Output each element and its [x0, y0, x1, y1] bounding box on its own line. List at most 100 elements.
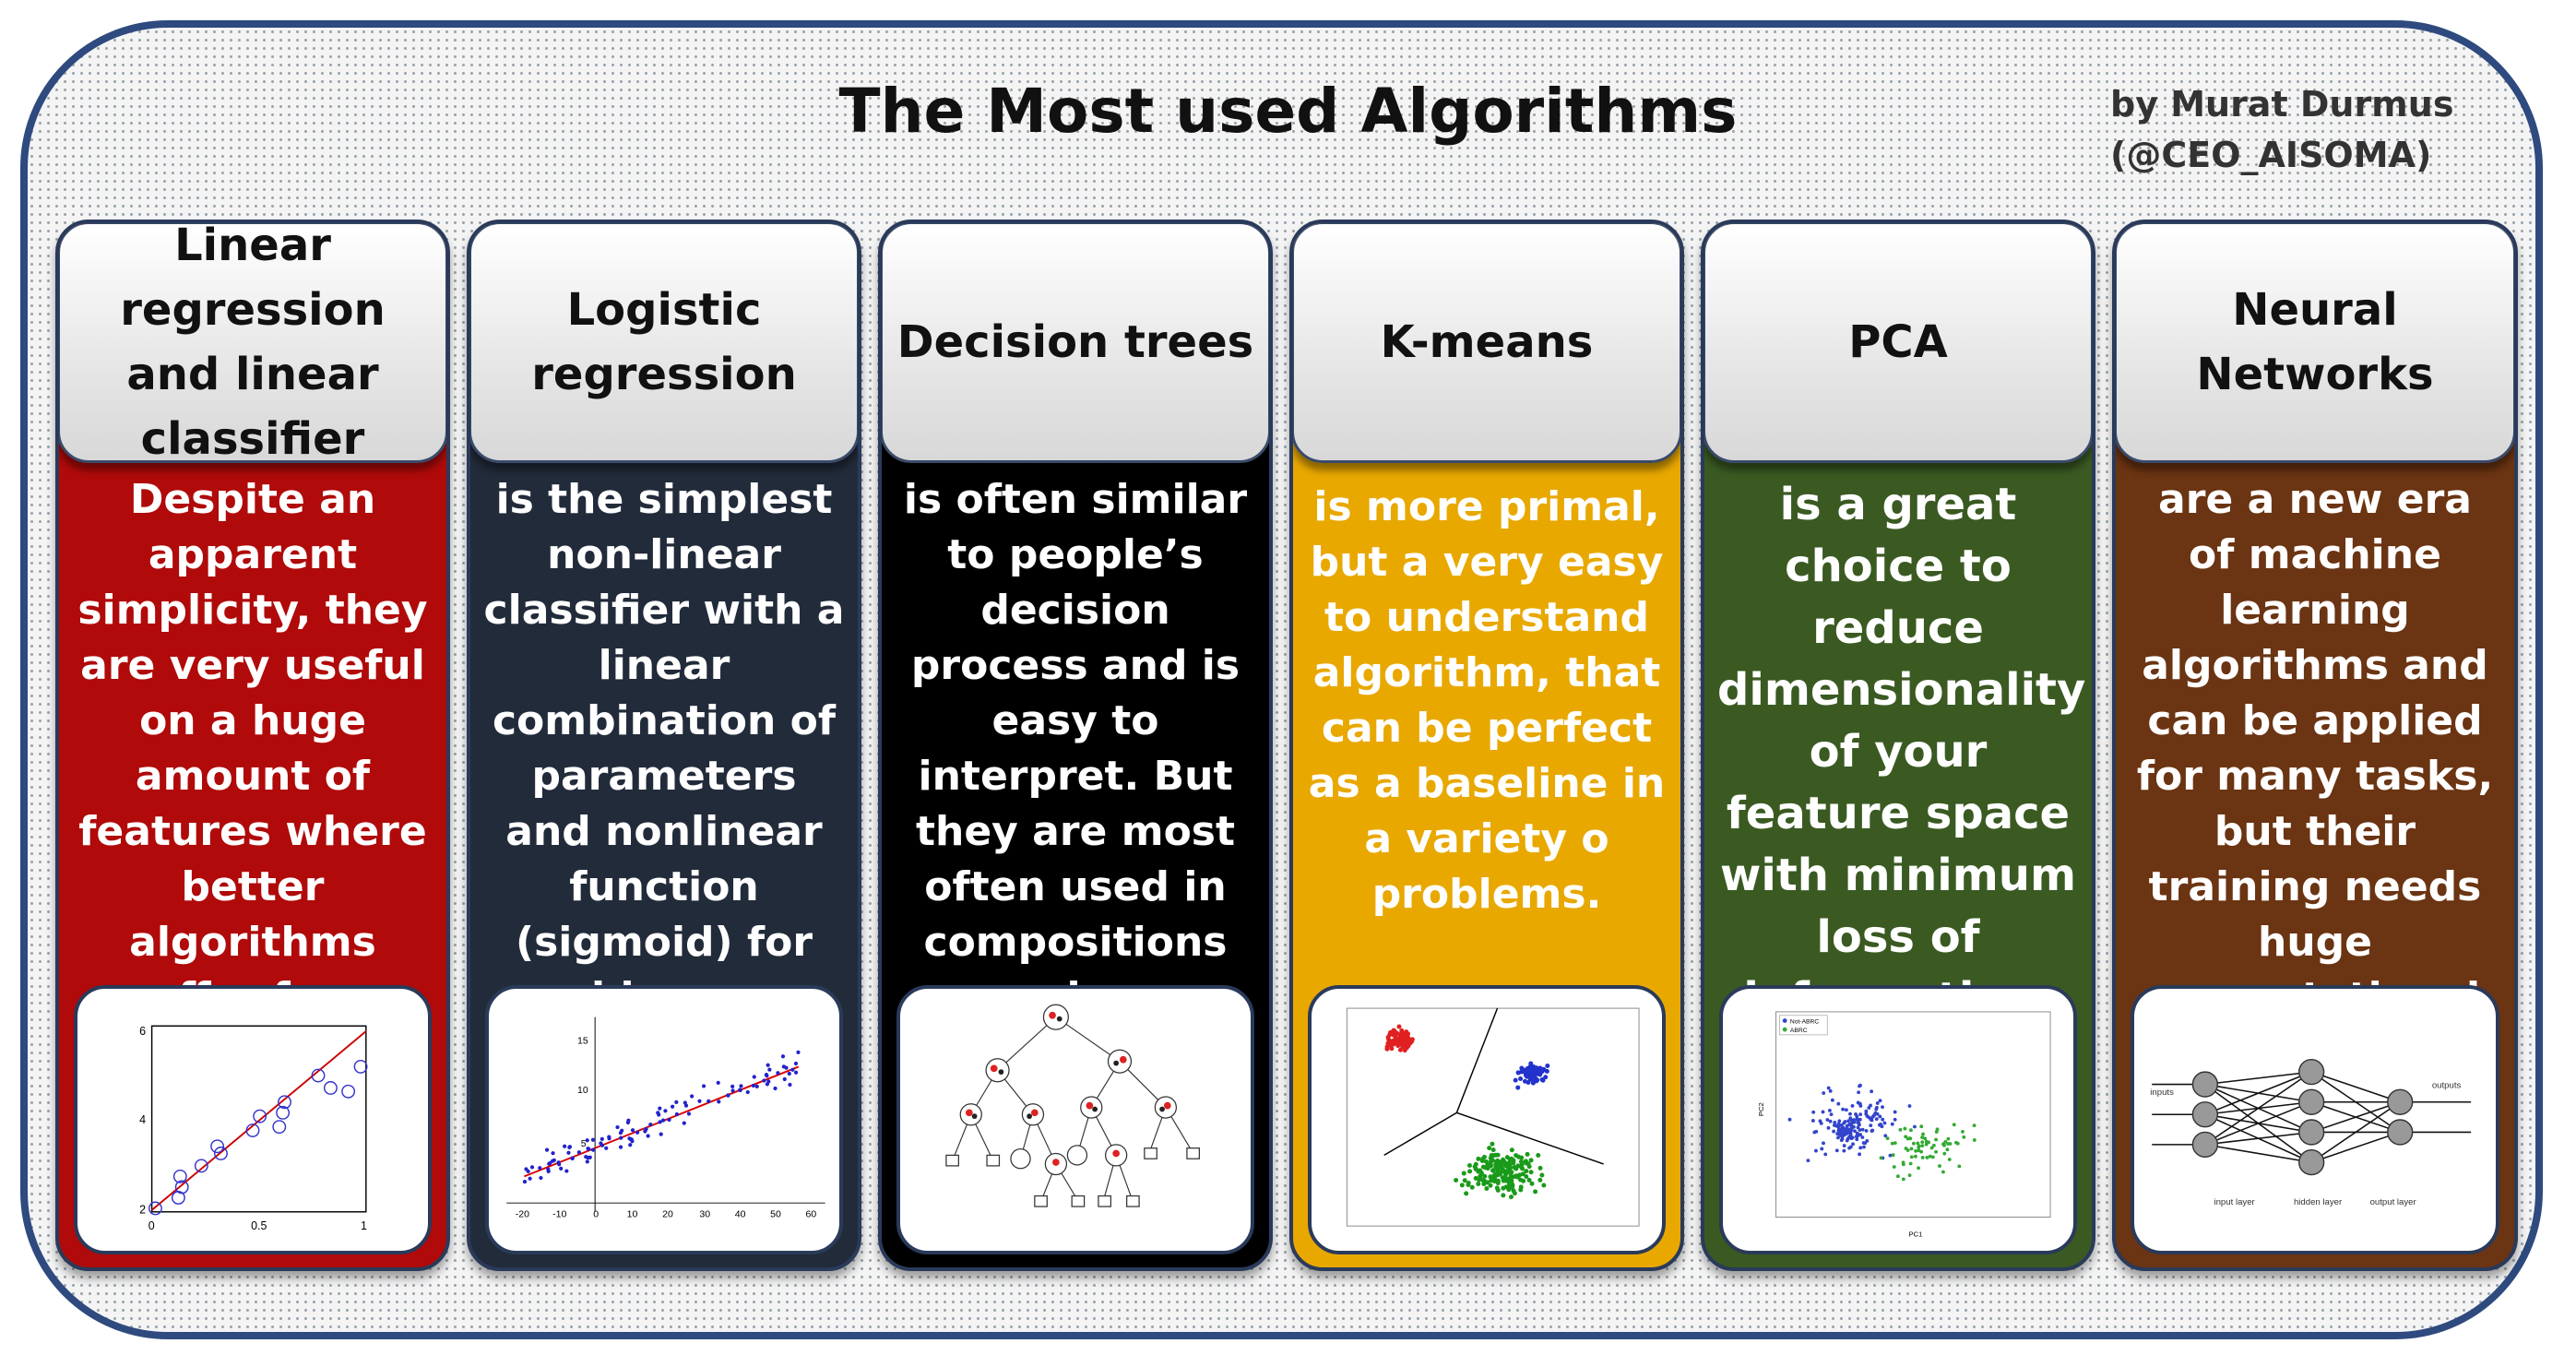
scatter-dot — [1481, 1178, 1487, 1183]
scatter-dot — [526, 1169, 530, 1174]
scatter-dot — [1466, 1163, 1472, 1169]
scatter-dot — [1938, 1164, 1941, 1169]
scatter-dot — [1508, 1195, 1514, 1200]
scatter-dot — [1509, 1184, 1514, 1190]
scatter-dot — [1523, 1073, 1528, 1078]
scatter-dot — [1454, 1178, 1459, 1183]
scatter-dot — [739, 1084, 743, 1088]
output-layer-label: output layer — [2370, 1197, 2417, 1207]
scatter-dot — [1837, 1119, 1842, 1123]
network-node — [2297, 1148, 2325, 1176]
column-title: Decision trees — [882, 223, 1269, 463]
scatter-dot — [1829, 1112, 1834, 1117]
scatter-dot — [1858, 1128, 1862, 1132]
scatter-dot — [1545, 1063, 1550, 1068]
scatter-dot — [1888, 1153, 1893, 1158]
scatter-dot — [1858, 1152, 1861, 1157]
scatter-dot — [1528, 1170, 1534, 1175]
scatter-dot — [585, 1138, 589, 1143]
scatter-dot — [717, 1100, 721, 1104]
scatter-dot — [1913, 1154, 1917, 1159]
scatter-dot — [1514, 1166, 1519, 1171]
column-linear-regression: Linear regression and linear classifier … — [55, 220, 450, 1271]
scatter-dot — [1892, 1165, 1896, 1169]
author-handle: (@CEO_AISOMA) — [2110, 135, 2432, 175]
scatter-dot — [682, 1121, 686, 1125]
scatter-dot — [1407, 1038, 1413, 1043]
scatter-dot — [1862, 1145, 1866, 1149]
scatter-dot — [1504, 1155, 1510, 1160]
scatter-dot — [585, 1159, 589, 1164]
y-tick: 6 — [139, 1025, 146, 1038]
scatter-dot — [1929, 1146, 1934, 1150]
scatter-dot — [782, 1076, 787, 1082]
scatter-dot — [1867, 1106, 1871, 1110]
linear-regression-thumbnail: 2 4 6 0 0.5 1 — [74, 985, 432, 1254]
scatter-dot — [1883, 1134, 1888, 1138]
network-node — [2191, 1101, 2219, 1128]
scatter-dot — [762, 1078, 766, 1083]
scatter-dot — [1917, 1166, 1920, 1171]
scatter-dot — [1499, 1161, 1504, 1167]
scatter-dot — [738, 1088, 742, 1093]
scatter-dot — [1909, 1155, 1914, 1159]
scatter-dot — [1541, 1183, 1547, 1188]
scatter-dot — [584, 1155, 588, 1159]
scatter-dot — [745, 1089, 750, 1095]
outputs-label: outputs — [2432, 1080, 2462, 1090]
scatter-dot — [780, 1054, 786, 1059]
scatter-dot — [528, 1176, 532, 1181]
scatter-dot — [1860, 1127, 1865, 1132]
scatter-dot — [1513, 1077, 1518, 1083]
column-title: Neural Networks — [2116, 223, 2514, 463]
scatter-dot — [539, 1175, 543, 1181]
scatter-dot — [1386, 1042, 1392, 1048]
scatter-dot — [1921, 1132, 1925, 1136]
scatter-dot — [1870, 1114, 1875, 1119]
scatter-dot — [551, 1151, 555, 1156]
network-edge — [2310, 1131, 2401, 1163]
scatter-dot — [1864, 1128, 1869, 1133]
scatter-dot — [1400, 1041, 1406, 1047]
scatter-dot — [1858, 1112, 1863, 1117]
scatter-dot — [586, 1146, 590, 1151]
scatter-dot — [1480, 1157, 1486, 1162]
scatter-dot — [1861, 1141, 1866, 1145]
scatter-dot — [1846, 1136, 1850, 1141]
scatter-dot — [1848, 1129, 1853, 1134]
scatter-dot — [1515, 1070, 1521, 1076]
scatter-dot — [730, 1088, 735, 1093]
scatter-dot — [1507, 1176, 1513, 1182]
scatter-dot — [1836, 1135, 1840, 1140]
scatter-dot — [1846, 1119, 1850, 1123]
scatter-dot — [1942, 1151, 1947, 1156]
scatter-dot — [1388, 1029, 1394, 1035]
x-tick: -20 — [516, 1209, 529, 1220]
scatter-dot — [1848, 1116, 1853, 1121]
scatter-dot — [599, 1136, 604, 1141]
scatter-dot — [1844, 1130, 1848, 1135]
scatter-dot — [1490, 1174, 1496, 1180]
scatter-dot — [1528, 1064, 1534, 1069]
scatter-dot — [1522, 1078, 1527, 1084]
y-tick: 10 — [577, 1085, 588, 1096]
scatter-dot — [615, 1124, 620, 1130]
decision-tree-diagram — [945, 1004, 1200, 1207]
y-tick: 4 — [139, 1113, 146, 1126]
scatter-dot — [793, 1070, 799, 1075]
scatter-dot — [1811, 1110, 1816, 1114]
scatter-dot — [1842, 1148, 1846, 1153]
scatter-dot — [683, 1103, 689, 1108]
scatter-dot — [544, 1147, 550, 1152]
scatter-dot — [1885, 1136, 1890, 1141]
scatter-dot — [1537, 1165, 1543, 1171]
scatter-dot — [628, 1143, 633, 1147]
scatter-dot — [660, 1118, 666, 1123]
x-tick: 20 — [662, 1209, 673, 1220]
x-tick: 10 — [627, 1209, 638, 1220]
scatter-dot — [570, 1156, 575, 1161]
column-pca: PCA is a great choice to reduce dimensio… — [1701, 220, 2095, 1271]
scatter-dot — [1846, 1127, 1850, 1132]
scatter-dot — [1941, 1170, 1945, 1174]
scatter-dot — [1473, 1166, 1478, 1171]
